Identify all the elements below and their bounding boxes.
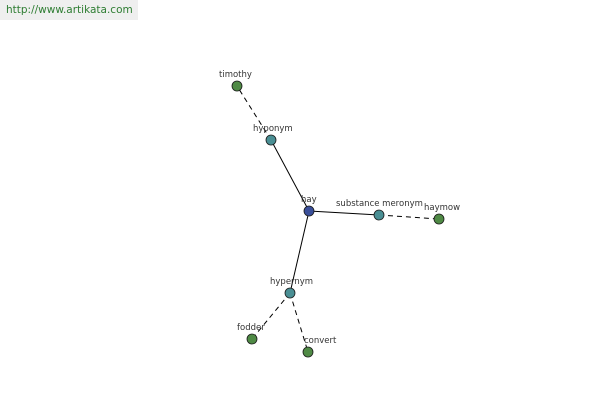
node-label-substance-meronym[interactable]: substance meronym: [336, 199, 423, 209]
node-label-hypernym[interactable]: hypernym: [270, 277, 313, 287]
node-label-hyponym[interactable]: hyponym: [253, 124, 293, 134]
node-dot-hypernym[interactable]: [284, 287, 296, 299]
node-label-timothy[interactable]: timothy: [219, 70, 252, 80]
edge-substance-meronym-haymow: [378, 214, 440, 220]
nodes-layer: hay hyponym substance meronym hypernym timot…: [219, 70, 460, 358]
edge-hay-hyponym: [270, 139, 310, 212]
edge-hyponym-timothy: [236, 85, 272, 141]
node-substance-meronym[interactable]: substance meronym: [336, 199, 423, 221]
edge-hay-hypernym: [289, 210, 310, 294]
node-label-convert[interactable]: convert: [304, 336, 337, 346]
node-hay[interactable]: hay: [301, 195, 317, 217]
node-dot-fodder[interactable]: [246, 333, 258, 345]
node-label-hay[interactable]: hay: [301, 195, 317, 205]
node-fodder[interactable]: fodder: [237, 323, 265, 345]
node-hypernym[interactable]: hypernym: [270, 277, 313, 299]
node-dot-hay[interactable]: [303, 205, 315, 217]
node-dot-hyponym[interactable]: [265, 134, 277, 146]
edges-layer: [236, 85, 440, 353]
site-url-text[interactable]: http://www.artikata.com: [6, 4, 133, 16]
node-haymow[interactable]: haymow: [424, 203, 460, 225]
node-dot-convert[interactable]: [302, 346, 314, 358]
node-dot-timothy[interactable]: [231, 80, 243, 92]
node-dot-haymow[interactable]: [433, 213, 445, 225]
node-hyponym[interactable]: hyponym: [253, 124, 293, 146]
edge-hypernym-fodder: [251, 292, 291, 340]
edge-hypernym-convert: [289, 292, 309, 353]
node-label-haymow[interactable]: haymow: [424, 203, 460, 213]
node-timothy[interactable]: timothy: [219, 70, 252, 92]
url-banner: http://www.artikata.com: [0, 0, 138, 20]
node-convert[interactable]: convert: [302, 336, 337, 358]
edge-hay-substance-meronym: [308, 210, 380, 216]
node-label-fodder[interactable]: fodder: [237, 323, 265, 333]
node-dot-substance-meronym[interactable]: [373, 209, 385, 221]
